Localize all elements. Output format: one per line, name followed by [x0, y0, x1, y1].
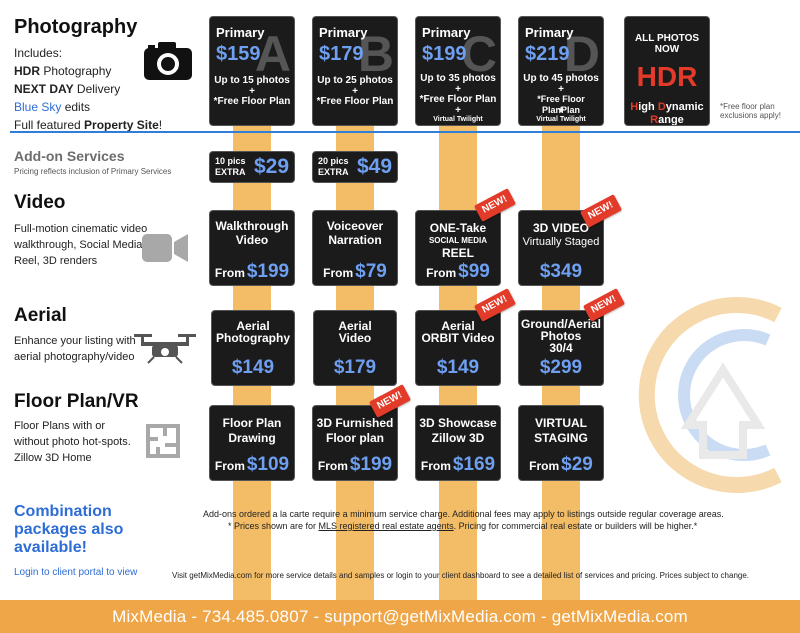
aerial-card-video[interactable]: Aerial Video $179 — [313, 310, 397, 386]
next-day-text: NEXT DAY — [14, 82, 74, 96]
letter-b: B — [357, 26, 394, 82]
virtual-staging-price: $29 — [561, 454, 593, 475]
floor-plan-icon — [146, 424, 180, 458]
visit-note: Visit getMixMedia.com for more service d… — [172, 571, 750, 580]
primary-card-c[interactable]: C Primary $199 Up to 35 photos + *Free F… — [415, 16, 501, 126]
login-client-portal-link[interactable]: Login to client portal to view — [14, 567, 138, 578]
reel-price: $99 — [458, 261, 490, 282]
combination-packages-text: Combination packages also available! — [14, 503, 124, 556]
aerial-card-orbit[interactable]: Aerial ORBIT Video $149 — [415, 310, 501, 386]
3d-showcase-price: $169 — [452, 454, 496, 475]
aerial-card-ground[interactable]: Ground/Aerial Photos 30/4 $299 — [518, 310, 604, 386]
section-divider — [10, 131, 800, 133]
blue-sky-text: Blue Sky — [14, 100, 62, 114]
aerial-card-photography[interactable]: Aerial Photography $149 — [211, 310, 295, 386]
walkthrough-price: $199 — [246, 261, 290, 282]
primary-d-price: $219 — [525, 43, 570, 65]
letter-d: D — [563, 26, 600, 82]
primary-card-d[interactable]: D Primary $219 Up to 45 photos + *Free F… — [518, 16, 604, 126]
logo-watermark — [638, 297, 782, 493]
pricing-note: * Prices shown are for MLS registered re… — [228, 521, 698, 531]
addon-card-10[interactable]: 10 pics EXTRA $29 — [209, 151, 295, 183]
addon-card-20[interactable]: 20 pics EXTRA $49 — [312, 151, 398, 183]
new-badge-ground: NEW! — [582, 288, 626, 322]
letter-a: A — [254, 26, 291, 82]
floorplan-title: Floor Plan/VR — [14, 391, 139, 412]
3d-furnished-price: $199 — [349, 454, 393, 475]
floorplan-card-virtual-staging[interactable]: VIRTUAL STAGING From$29 — [518, 405, 604, 481]
primary-b-price: $179 — [319, 43, 364, 65]
addons-title: Add-on Services — [14, 148, 125, 164]
floorplan-card-3d-showcase[interactable]: 3D Showcase Zillow 3D From$169 — [415, 405, 501, 481]
ground-aerial-price: $299 — [539, 357, 583, 378]
video-desc: Full-motion cinematic video walkthrough,… — [14, 223, 148, 267]
aerial-video-price: $179 — [333, 357, 377, 378]
3d-video-price: $349 — [539, 261, 583, 282]
video-card-walkthrough[interactable]: Walkthrough Video From$199 — [209, 210, 295, 286]
photography-includes: Includes: HDR Photography NEXT DAY Deliv… — [14, 46, 163, 132]
includes-label: Includes: — [14, 46, 63, 60]
primary-a-price: $159 — [216, 43, 261, 65]
voiceover-price: $79 — [355, 261, 387, 282]
letter-c: C — [460, 26, 497, 82]
video-title: Video — [14, 192, 66, 213]
video-card-voiceover[interactable]: Voiceover Narration From$79 — [312, 210, 398, 286]
primary-card-a[interactable]: A Primary $159 Up to 15 photos + *Free F… — [209, 16, 295, 126]
floorplan-desc: Floor Plans with or without photo hot-sp… — [14, 420, 131, 464]
hdr-text: HDR — [14, 64, 40, 78]
hdr-card: ALL PHOTOS NOW HDR High Dynamic Range — [624, 16, 710, 126]
addon-10-price: $29 — [254, 155, 290, 178]
footer-contact-bar: MixMedia - 734.485.0807 - support@getMix… — [0, 600, 800, 633]
floor-plan-drawing-price: $109 — [246, 454, 290, 475]
primary-card-b[interactable]: B Primary $179 Up to 25 photos + *Free F… — [312, 16, 398, 126]
hdr-big-text: HDR — [636, 61, 698, 92]
aerial-title: Aerial — [14, 305, 67, 326]
primary-c-price: $199 — [422, 43, 467, 65]
property-site-text: Property Site — [84, 118, 159, 132]
floorplan-card-drawing[interactable]: Floor Plan Drawing From$109 — [209, 405, 295, 481]
aerial-photography-price: $149 — [231, 357, 275, 378]
drone-icon — [134, 334, 196, 364]
orbit-video-price: $149 — [436, 357, 480, 378]
addons-minimum-note: Add-ons ordered a la carte require a min… — [203, 509, 724, 519]
addons-note: Pricing reflects inclusion of Primary Se… — [14, 167, 172, 176]
camera-icon — [144, 42, 192, 80]
aerial-desc: Enhance your listing with aerial photogr… — [14, 335, 136, 363]
video-card-reel[interactable]: ONE-Take SOCIAL MEDIA REEL From$99 — [415, 210, 501, 286]
floorplan-card-3d-furnished[interactable]: 3D Furnished Floor plan From$199 — [312, 405, 398, 481]
free-floor-plan-note: *Free floor plan exclusions apply! — [720, 102, 781, 120]
video-camera-icon — [142, 234, 188, 262]
photography-title: Photography — [14, 16, 138, 38]
addon-20-price: $49 — [357, 155, 393, 178]
